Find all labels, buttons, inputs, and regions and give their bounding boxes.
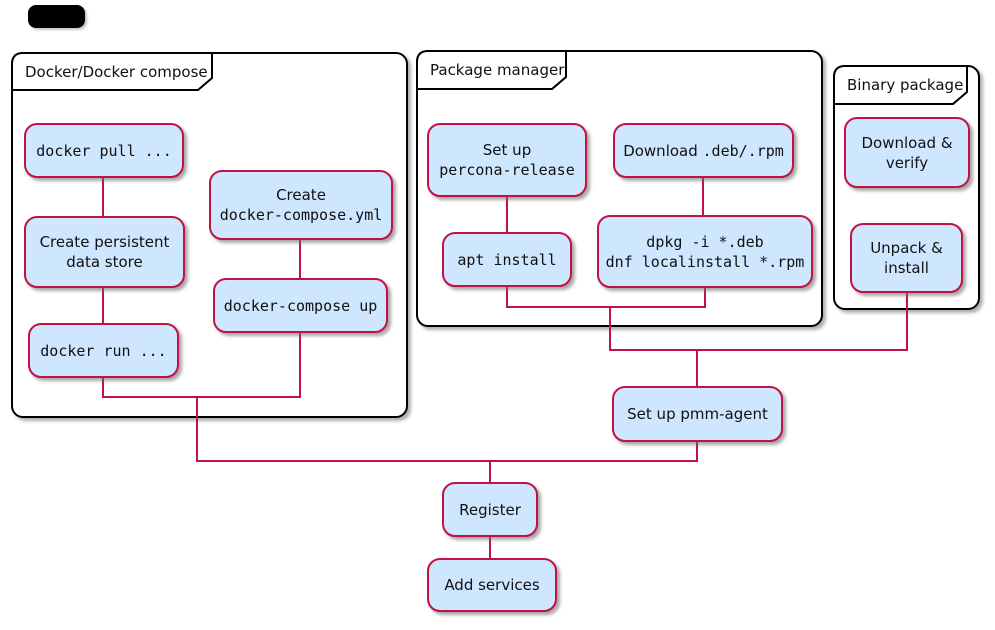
tab-shape <box>833 65 968 105</box>
node-download-verify: Download & verify <box>844 117 970 188</box>
node-docker-pull: docker pull ... <box>24 123 184 178</box>
node-label: install <box>884 259 929 277</box>
node-label: dnf localinstall *.rpm <box>605 252 805 271</box>
connector-line <box>506 287 508 308</box>
group-binary-tab: Binary package <box>833 65 969 105</box>
connector-line <box>696 350 698 386</box>
node-label: verify <box>885 153 929 172</box>
node-label: Set up pmm-agent <box>627 405 768 423</box>
connector-line <box>489 537 491 558</box>
group-docker-title: Docker/Docker compose <box>25 62 208 81</box>
node-unpack-install: Unpack & install <box>850 223 963 293</box>
start-bar <box>28 5 85 28</box>
connector-line <box>609 307 611 351</box>
node-label: Download .deb/.rpm <box>623 141 784 160</box>
connector-line <box>704 288 706 308</box>
node-dpkg-dnf-install: dpkg -i *.deb dnf localinstall *.rpm <box>597 215 813 288</box>
node-setup-percona-release: Set up percona-release <box>427 123 587 197</box>
group-package-tab: Package manager <box>416 50 568 90</box>
node-label: Add services <box>444 576 540 594</box>
connector-line <box>102 378 104 397</box>
node-label: percona-release <box>439 161 575 179</box>
node-apt-install: apt install <box>442 232 572 287</box>
node-download-deb-rpm: Download .deb/.rpm <box>613 123 794 178</box>
group-package-title: Package manager <box>430 61 565 79</box>
node-label: Set up <box>482 141 532 159</box>
node-create-docker-compose-yml: Create docker-compose.yml <box>209 170 393 240</box>
node-docker-compose-up: docker-compose up <box>213 278 388 333</box>
connector-line <box>702 178 704 215</box>
node-label: docker-compose up <box>223 296 378 315</box>
tab-shape <box>11 52 213 91</box>
node-register: Register <box>442 482 538 537</box>
node-label: docker-compose.yml <box>219 206 383 224</box>
node-label: Create persistent <box>39 233 170 251</box>
connector-line <box>196 397 198 461</box>
node-label: docker pull ... <box>36 141 172 160</box>
node-label: Download & <box>861 133 953 152</box>
group-docker-tab: Docker/Docker compose <box>11 52 214 91</box>
group-binary-title: Binary package <box>847 76 964 94</box>
connector-line <box>696 442 698 461</box>
node-label: dpkg -i *.deb <box>646 232 764 251</box>
node-label: Register <box>459 500 521 519</box>
node-label: Unpack & <box>870 239 943 257</box>
node-label: apt install <box>457 250 557 269</box>
node-label: Create <box>276 186 326 204</box>
node-label: docker run ... <box>40 341 167 360</box>
connector-line <box>609 349 908 351</box>
node-add-services: Add services <box>427 558 557 612</box>
connector-line <box>299 240 301 278</box>
connector-line <box>506 197 508 232</box>
connector-line <box>102 396 301 398</box>
tab-shape <box>416 50 567 90</box>
connector-line <box>102 178 104 216</box>
node-label: data store <box>66 253 143 271</box>
connector-line <box>906 293 908 351</box>
node-create-persistent-store: Create persistent data store <box>24 216 185 288</box>
node-setup-pmm-agent: Set up pmm-agent <box>612 386 783 442</box>
connector-line <box>102 288 104 323</box>
node-docker-run: docker run ... <box>28 323 179 378</box>
connector-line <box>299 333 301 397</box>
connector-line <box>506 306 706 308</box>
connector-line <box>196 460 698 462</box>
connector-line <box>489 461 491 482</box>
